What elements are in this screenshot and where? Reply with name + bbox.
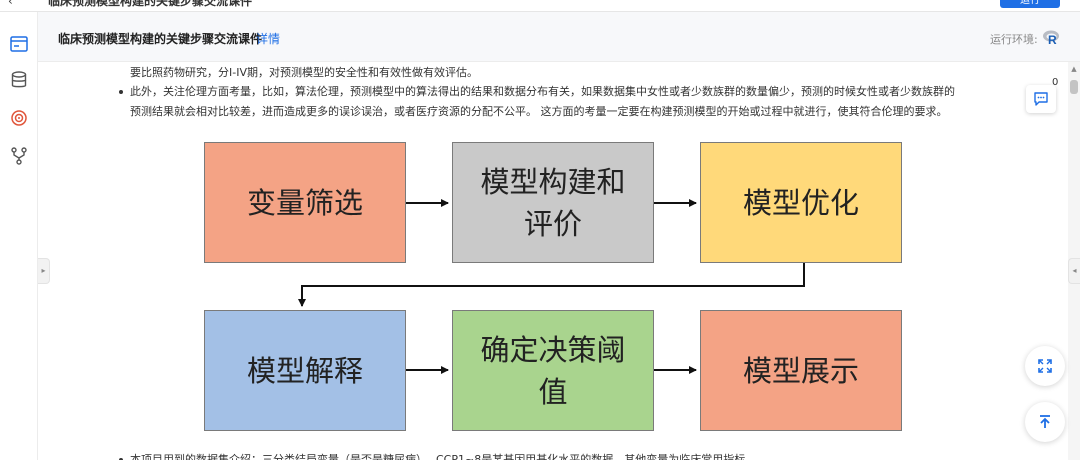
bullet-dot bbox=[119, 90, 123, 94]
comment-icon bbox=[1034, 92, 1048, 106]
sidebar-item-files[interactable] bbox=[9, 34, 29, 54]
page-title: 临床预测模型构建的关键步骤交流课件 bbox=[58, 32, 263, 46]
notebook-header: 临床预测模型构建的关键步骤交流课件 详情 运行环境: R bbox=[38, 12, 1080, 62]
top-bar-title: 临床预测模型构建的关键步骤交流课件 bbox=[48, 0, 253, 8]
database-icon bbox=[11, 71, 27, 88]
left-sidebar bbox=[0, 12, 38, 460]
flow-step-variable-selection: 变量筛选 bbox=[204, 142, 406, 263]
arrow-3-4 bbox=[298, 263, 805, 307]
file-browser-icon bbox=[10, 36, 28, 52]
back-to-top-button[interactable] bbox=[1025, 402, 1065, 442]
r-language-icon: R bbox=[1043, 30, 1059, 46]
flow-step-decision-threshold: 确定决策阈值 bbox=[452, 310, 654, 431]
flow-step-model-building: 模型构建和评价 bbox=[452, 142, 654, 263]
run-button[interactable]: 运行 bbox=[1000, 0, 1060, 8]
target-icon bbox=[11, 110, 27, 126]
fullscreen-button[interactable] bbox=[1025, 346, 1065, 386]
scroll-up-icon[interactable]: ▲ bbox=[1071, 65, 1077, 73]
comment-count: 0 bbox=[1052, 77, 1059, 88]
collapse-left-panel-button[interactable]: ▸ bbox=[38, 258, 50, 284]
flow-step-model-interpretation: 模型解释 bbox=[204, 310, 406, 431]
runtime-env-label: 运行环境: bbox=[990, 33, 1038, 46]
bullet-dot bbox=[119, 458, 123, 460]
text-line: 本项目用到的数据集介绍：三分类结局变量（是否是糖尿病）， CCP1~8是某基因甲… bbox=[130, 453, 746, 460]
comment-button[interactable] bbox=[1026, 85, 1056, 113]
notebook-content: 要比照药物研究，分I-IV期，对预测模型的安全性和有效性做有效评估。 此外，关注… bbox=[38, 62, 1068, 460]
expand-icon bbox=[1038, 359, 1052, 373]
sidebar-item-data[interactable] bbox=[9, 70, 29, 90]
sidebar-item-target[interactable] bbox=[9, 108, 29, 128]
collapse-right-panel-button[interactable]: ◂ bbox=[1068, 258, 1080, 284]
text-line: 预测结果就会相对比较差，进而造成更多的误诊误治，或者医疗资源的分配不公平。 这方… bbox=[130, 105, 948, 118]
flow-step-model-optimization: 模型优化 bbox=[700, 142, 902, 263]
scrollbar-thumb[interactable] bbox=[1070, 80, 1078, 94]
sidebar-item-branch[interactable] bbox=[9, 146, 29, 166]
detail-link[interactable]: 详情 bbox=[256, 32, 281, 46]
chevron-left-icon[interactable]: ‹ bbox=[8, 0, 13, 8]
svg-text:R: R bbox=[1048, 33, 1057, 46]
text-line: 此外，关注伦理方面考量，比如，算法伦理，预测模型中的算法得出的结果和数据分布有关… bbox=[130, 85, 955, 98]
text-line: 要比照药物研究，分I-IV期，对预测模型的安全性和有效性做有效评估。 bbox=[130, 66, 478, 79]
flow-step-model-display: 模型展示 bbox=[700, 310, 902, 431]
back-to-top-icon bbox=[1040, 415, 1050, 428]
top-bar: ‹ 临床预测模型构建的关键步骤交流课件 运行 bbox=[0, 0, 1080, 12]
branch-icon bbox=[11, 147, 27, 165]
